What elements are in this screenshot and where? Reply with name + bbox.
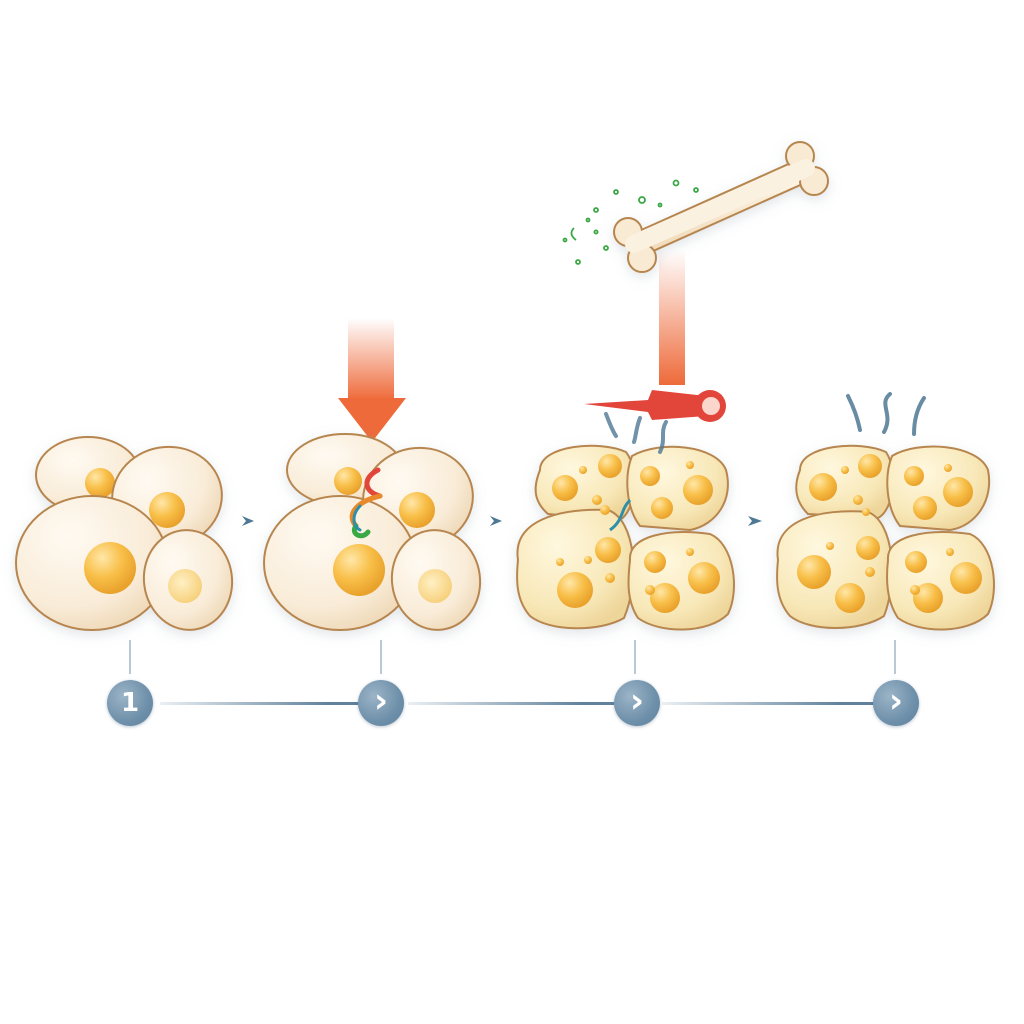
timeline-segment-3 (662, 702, 874, 705)
wavy-lines-stage-4 (846, 392, 926, 436)
stage-4-cell-cluster (776, 444, 995, 631)
step-number-label: 1 (120, 688, 140, 718)
wavy-lines-stage-3 (604, 412, 668, 454)
chevron-right-icon: › (373, 681, 388, 721)
connector-arrow-3 (740, 516, 762, 526)
stage-2-signal-arrow (338, 318, 406, 442)
chevron-right-icon: › (629, 681, 644, 721)
stage-1-cell-cluster (15, 436, 234, 631)
bone-icon (613, 141, 829, 273)
stage-2-cell-cluster (263, 433, 482, 631)
step-marker-2[interactable]: › (358, 680, 404, 726)
timeline-segment-2 (408, 702, 614, 705)
red-pointer-icon (584, 390, 726, 422)
green-speckles (562, 179, 699, 265)
stage-tick-1 (129, 640, 131, 674)
connector-arrow-2 (484, 516, 502, 526)
step-marker-4[interactable]: › (873, 680, 919, 726)
ribbon-strand-icon (349, 467, 383, 539)
stage-tick-4 (894, 640, 896, 674)
chevron-right-icon: › (888, 681, 903, 721)
timeline-segment-1 (160, 702, 360, 705)
stage-tick-2 (380, 640, 382, 674)
stage-3-cell-cluster (516, 444, 735, 631)
connector-arrow-1 (236, 516, 254, 526)
signal-beam (659, 250, 685, 385)
step-marker-3[interactable]: › (614, 680, 660, 726)
step-marker-1[interactable]: 1 (107, 680, 153, 726)
stage-tick-3 (634, 640, 636, 674)
